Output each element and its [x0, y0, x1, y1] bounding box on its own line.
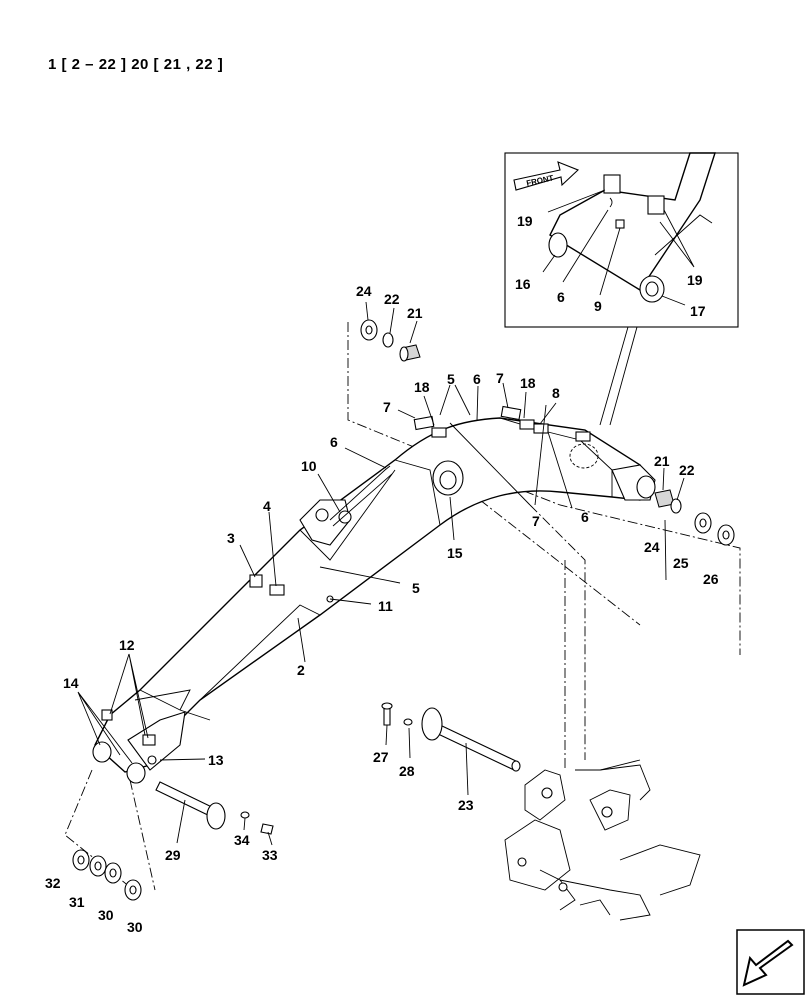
clamp-18b	[519, 419, 535, 430]
callout-15: 15	[447, 545, 463, 561]
inset-clamp-19b	[647, 195, 665, 215]
ring-22b	[670, 498, 682, 514]
callout-3: 3	[227, 530, 235, 546]
detail-circle	[569, 443, 599, 469]
pin-23-plate	[421, 707, 443, 741]
callout-5: 5	[447, 371, 455, 387]
callout-11: 11	[378, 598, 393, 614]
next-page-arrow-icon[interactable]	[736, 929, 805, 995]
callout-14: 14	[63, 675, 79, 691]
boom-foot-boss-left	[92, 741, 112, 763]
callout-21: 21	[654, 453, 670, 469]
callout-22: 22	[384, 291, 400, 307]
reference-lines	[64, 322, 741, 896]
callout-6: 6	[330, 434, 338, 450]
bolt-33	[260, 823, 274, 835]
callout-6: 6	[473, 371, 481, 387]
callout-4: 4	[263, 498, 271, 514]
clamp-4	[269, 584, 285, 596]
reference-header: 1 [ 2 – 22 ] 20 [ 21 , 22 ]	[48, 56, 224, 73]
callout-9: 9	[594, 298, 602, 314]
callout-7: 7	[532, 513, 540, 529]
callout-27: 27	[373, 749, 389, 765]
leader-lines	[77, 189, 695, 846]
clamp-8	[533, 423, 549, 434]
callout-24: 24	[644, 539, 660, 555]
clamp-18a	[431, 427, 447, 438]
callout-12: 12	[119, 637, 135, 653]
grease-fitting-13	[147, 755, 157, 765]
callout-29: 29	[165, 847, 181, 863]
callout-16: 16	[515, 276, 531, 292]
clamp-3	[249, 574, 263, 588]
clamp-7b	[500, 405, 522, 421]
boom-assembly	[92, 405, 656, 784]
callout-22: 22	[679, 462, 695, 478]
clamp-head	[575, 431, 591, 442]
callout-18: 18	[414, 379, 430, 395]
callout-32: 32	[45, 875, 61, 891]
callout-26: 26	[703, 571, 719, 587]
callout-6: 6	[581, 509, 589, 525]
inset-boss-16	[548, 232, 568, 258]
clamp-12a	[101, 709, 113, 721]
callout-25: 25	[673, 555, 689, 571]
callout-19: 19	[687, 272, 703, 288]
callout-24: 24	[356, 283, 372, 299]
callout-21: 21	[407, 305, 423, 321]
detail-inset: FRONT	[504, 152, 739, 426]
callout-10: 10	[301, 458, 317, 474]
ring-22a	[382, 332, 394, 348]
washer-28	[403, 718, 413, 726]
callout-labels: 24 22 21 5 6 18 7 7 18 8 6 10 4 3 7 6 15…	[45, 213, 719, 935]
callout-5: 5	[412, 580, 420, 596]
callout-17: 17	[690, 303, 706, 319]
inset-clamp-19a	[603, 174, 621, 194]
clamp-7a	[413, 415, 435, 431]
callout-19: 19	[517, 213, 533, 229]
callout-2: 2	[297, 662, 305, 678]
boom-foot-bracket	[127, 711, 186, 771]
callout-7: 7	[383, 399, 391, 415]
callout-7: 7	[496, 370, 504, 386]
callout-8: 8	[552, 385, 560, 401]
washer-34	[240, 811, 250, 819]
pin-23	[435, 724, 519, 771]
pin-29-plate	[206, 802, 226, 830]
front-arrow	[513, 161, 580, 191]
upper-frame-bracket	[504, 759, 701, 921]
inset-boom-head	[549, 152, 716, 291]
callout-28: 28	[399, 763, 415, 779]
clamp-12b	[142, 734, 156, 746]
callout-23: 23	[458, 797, 474, 813]
callout-30: 30	[127, 919, 143, 935]
callout-30: 30	[98, 907, 114, 923]
boom-foot-boss-right	[126, 762, 146, 784]
callout-31: 31	[69, 894, 85, 910]
callout-18: 18	[520, 375, 536, 391]
callout-6: 6	[557, 289, 565, 305]
callout-33: 33	[262, 847, 278, 863]
inset-clip-9	[615, 219, 625, 229]
callout-34: 34	[234, 832, 250, 848]
callout-13: 13	[208, 752, 224, 768]
loose-parts	[72, 319, 735, 901]
